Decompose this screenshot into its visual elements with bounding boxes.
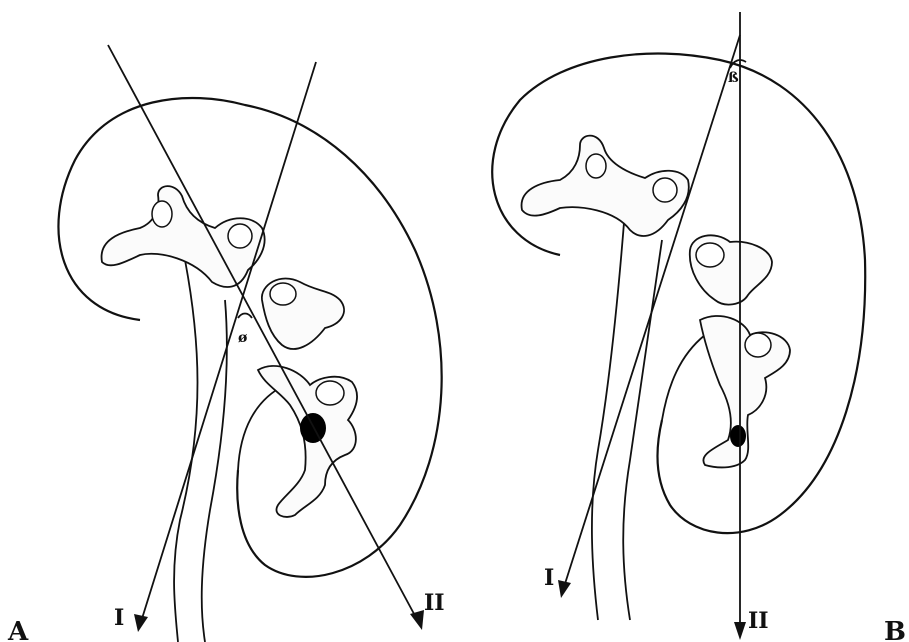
- panel-a-calyx-cup-3: [270, 283, 296, 305]
- panel-b-calyx-cup-2: [653, 178, 677, 202]
- panel-b-calyx-cup-4: [745, 333, 771, 357]
- panel-b: B I II ß: [492, 12, 906, 642]
- panel-a-axis-2: [108, 45, 420, 625]
- panel-a-kidney-outline: [58, 98, 441, 577]
- panel-a-axis-1-arrowhead: [134, 614, 148, 632]
- panel-a-label: A: [7, 617, 29, 642]
- panel-b-label: B: [884, 617, 906, 642]
- panel-a-calyx-cup-1: [152, 201, 172, 227]
- panel-b-axis-2-arrowhead: [734, 622, 746, 640]
- panel-a: A I II ø: [7, 45, 445, 642]
- panel-b-calyx-cup-3: [696, 243, 724, 267]
- panel-a-stone: [300, 413, 326, 443]
- panel-a-axis-1-label: I: [114, 605, 124, 631]
- panel-a-angle-arc: [238, 314, 252, 319]
- panel-a-axis-2-label: II: [424, 590, 445, 616]
- panel-b-axis-1: [563, 35, 740, 590]
- panel-b-sinus-curve: [662, 335, 705, 420]
- panel-b-angle-symbol: ß: [728, 70, 739, 86]
- panel-b-kidney-outline: [492, 53, 865, 533]
- panel-b-stone: [730, 425, 746, 447]
- panel-b-axis-1-arrowhead: [558, 580, 571, 598]
- panel-a-calyx-cup-2: [228, 224, 252, 248]
- panel-a-sinus-curve: [238, 385, 285, 470]
- panel-b-axis-1-label: I: [544, 565, 554, 591]
- panel-b-ureter: [592, 210, 625, 620]
- panel-a-calyx-cup-4: [316, 381, 344, 405]
- panel-a-angle-symbol: ø: [238, 330, 247, 346]
- panel-a-ureter-inner: [202, 300, 227, 642]
- panel-b-calyx-cup-1: [586, 154, 606, 178]
- panel-b-lower-calyx: [700, 316, 790, 467]
- panel-a-axis-2-arrowhead: [410, 610, 424, 630]
- panel-b-axis-2-label: II: [748, 608, 769, 634]
